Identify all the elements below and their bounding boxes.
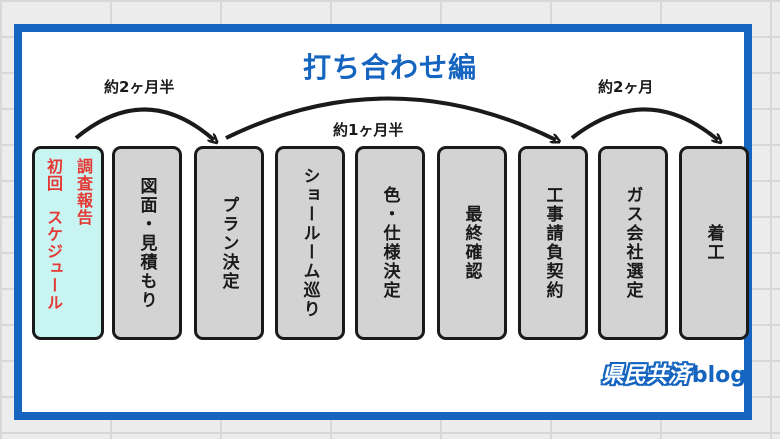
- step-box-1: 図面・見積もり: [112, 146, 182, 340]
- step-label-1: 図面・見積もり: [136, 176, 157, 310]
- step-box-2: プラン決定: [194, 146, 264, 340]
- step-label-8: 着工: [703, 224, 724, 262]
- step-box-6: 工事請負契約: [518, 146, 588, 340]
- brand-suffix: blog: [691, 363, 746, 388]
- brand-kanji: 県民共済: [601, 363, 690, 388]
- first-step-line2: 初回 スケジュール: [44, 158, 63, 311]
- step-label-5: 最終確認: [461, 205, 482, 281]
- step-box-3: ショールーム巡り: [275, 146, 345, 340]
- brand-logo: 県民共済blog: [602, 357, 746, 389]
- span-label-1: 約2ヶ月半: [104, 78, 175, 96]
- arrow-1: [74, 107, 214, 140]
- step-box-first: 調査報告 初回 スケジュール: [32, 146, 104, 340]
- step-box-4: 色・仕様決定: [355, 146, 425, 340]
- span-label-2: 約1ヶ月半: [333, 121, 404, 139]
- diagram-title: 打ち合わせ編: [302, 51, 477, 84]
- step-label-6: 工事請負契約: [542, 186, 563, 300]
- step-box-7: ガス会社選定: [598, 146, 668, 340]
- first-step-line1: 調査報告: [74, 158, 93, 226]
- step-label-4: 色・仕様決定: [379, 186, 400, 300]
- step-label-2: プラン決定: [218, 195, 239, 291]
- arrow-2: [225, 96, 556, 140]
- arrow-3: [570, 107, 718, 140]
- step-box-5: 最終確認: [437, 146, 507, 340]
- step-label-7: ガス会社選定: [622, 186, 643, 300]
- step-box-8: 着工: [679, 146, 749, 340]
- span-label-3: 約2ヶ月: [598, 78, 654, 96]
- step-label-3: ショールーム巡り: [299, 167, 320, 319]
